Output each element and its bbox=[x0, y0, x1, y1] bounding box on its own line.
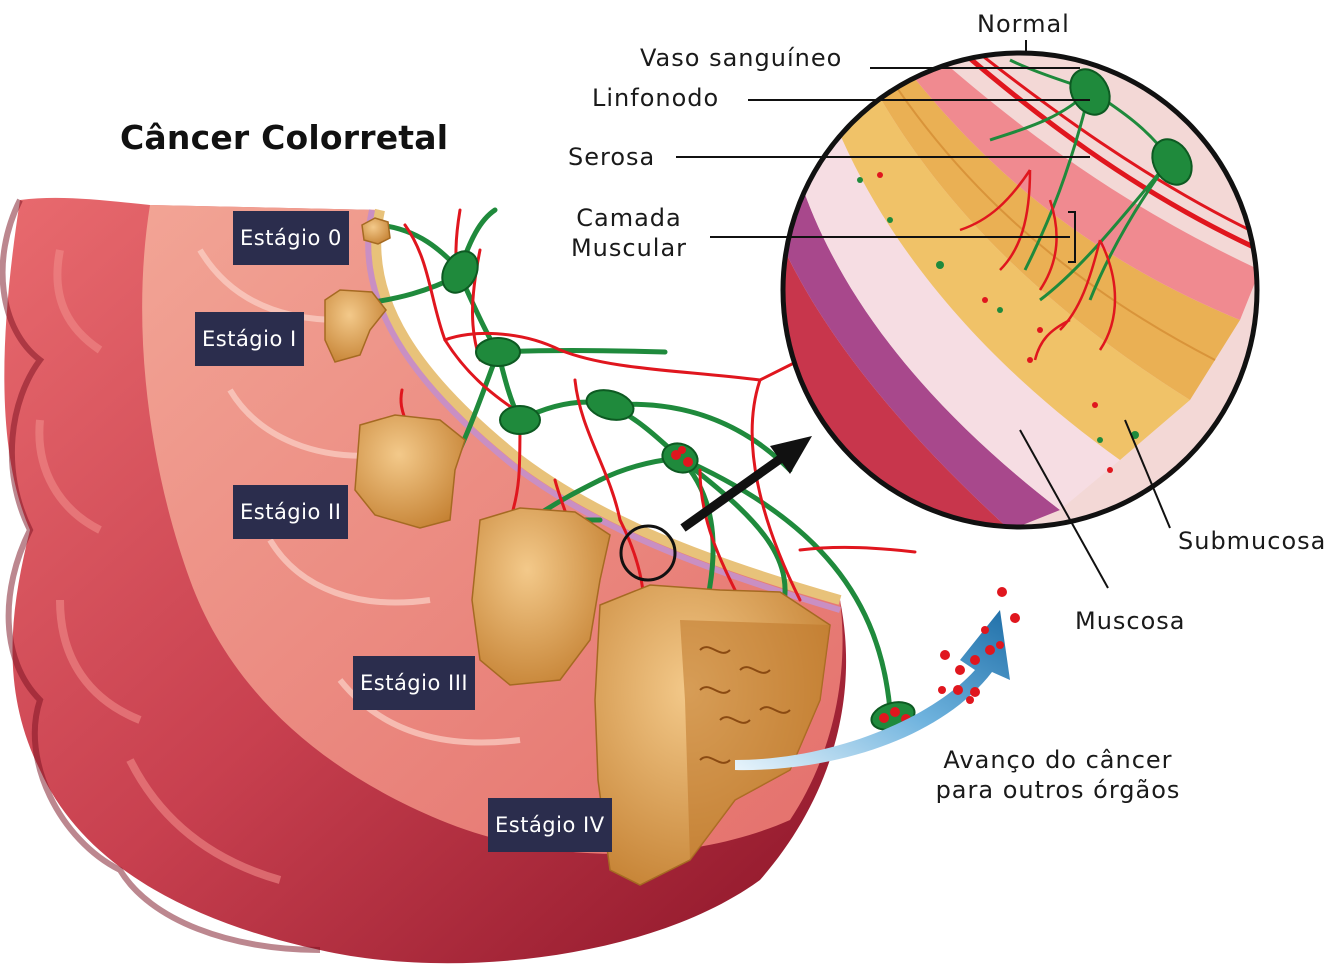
stage-4-label: Estágio IV bbox=[488, 798, 612, 852]
muscle-layer-line1: Camada bbox=[566, 203, 692, 233]
diagram-title: Câncer Colorretal bbox=[120, 118, 448, 157]
muscle-layer-line2: Muscular bbox=[566, 233, 692, 263]
mucosa-label: Muscosa bbox=[1075, 606, 1186, 636]
cross-section-circle bbox=[780, 50, 1260, 530]
submucosa-label: Submucosa bbox=[1178, 526, 1326, 556]
stage-0-label: Estágio 0 bbox=[233, 211, 349, 265]
blood-vessel-label: Vaso sanguíneo bbox=[640, 43, 842, 73]
lymph-node-label: Linfonodo bbox=[592, 83, 719, 113]
serosa-label: Serosa bbox=[568, 142, 655, 172]
muscle-layer-label: Camada Muscular bbox=[566, 203, 692, 263]
normal-label: Normal bbox=[977, 9, 1070, 39]
stage-2-label: Estágio II bbox=[233, 485, 348, 539]
spread-line2: para outros órgãos bbox=[918, 775, 1198, 805]
tumor-stage-0 bbox=[362, 218, 390, 244]
stage-3-label: Estágio III bbox=[353, 656, 475, 710]
colon-wall bbox=[3, 198, 847, 963]
spread-label: Avanço do câncer para outros órgãos bbox=[918, 745, 1198, 805]
spread-line1: Avanço do câncer bbox=[918, 745, 1198, 775]
stage-1-label: Estágio I bbox=[195, 312, 304, 366]
tumor-stage-2 bbox=[355, 415, 465, 528]
